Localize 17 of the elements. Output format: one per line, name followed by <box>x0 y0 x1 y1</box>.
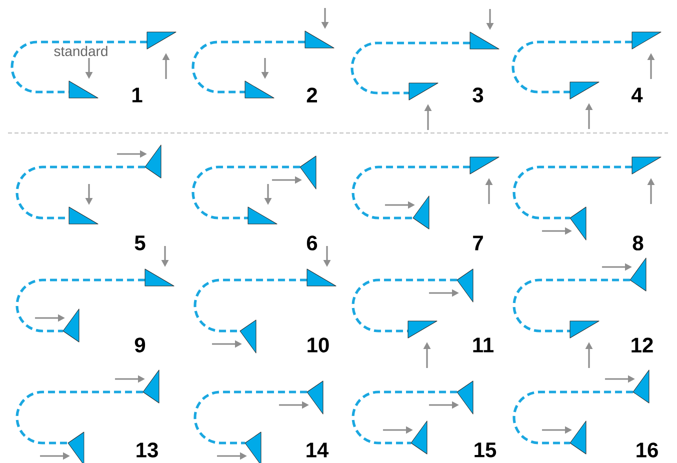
panel-number: 2 <box>306 88 317 102</box>
panel-number: 13 <box>136 442 158 458</box>
panel-number: 7 <box>473 236 483 250</box>
panel-number: 10 <box>308 338 329 352</box>
panel-number: 11 <box>473 338 494 352</box>
panel-number: 16 <box>636 442 658 458</box>
panel-number: 8 <box>632 236 644 250</box>
panel-number: 1 <box>132 88 142 102</box>
panel-number: 6 <box>306 236 318 250</box>
panel-number: 5 <box>134 236 146 250</box>
panel-number: 9 <box>134 338 146 352</box>
panel-number: 15 <box>474 442 496 458</box>
panel-number: 3 <box>472 88 484 102</box>
panel-number: 14 <box>306 442 329 458</box>
panel-number: 12 <box>632 338 653 352</box>
panel-number: 4 <box>631 88 643 102</box>
caption-text: standard <box>54 46 108 56</box>
